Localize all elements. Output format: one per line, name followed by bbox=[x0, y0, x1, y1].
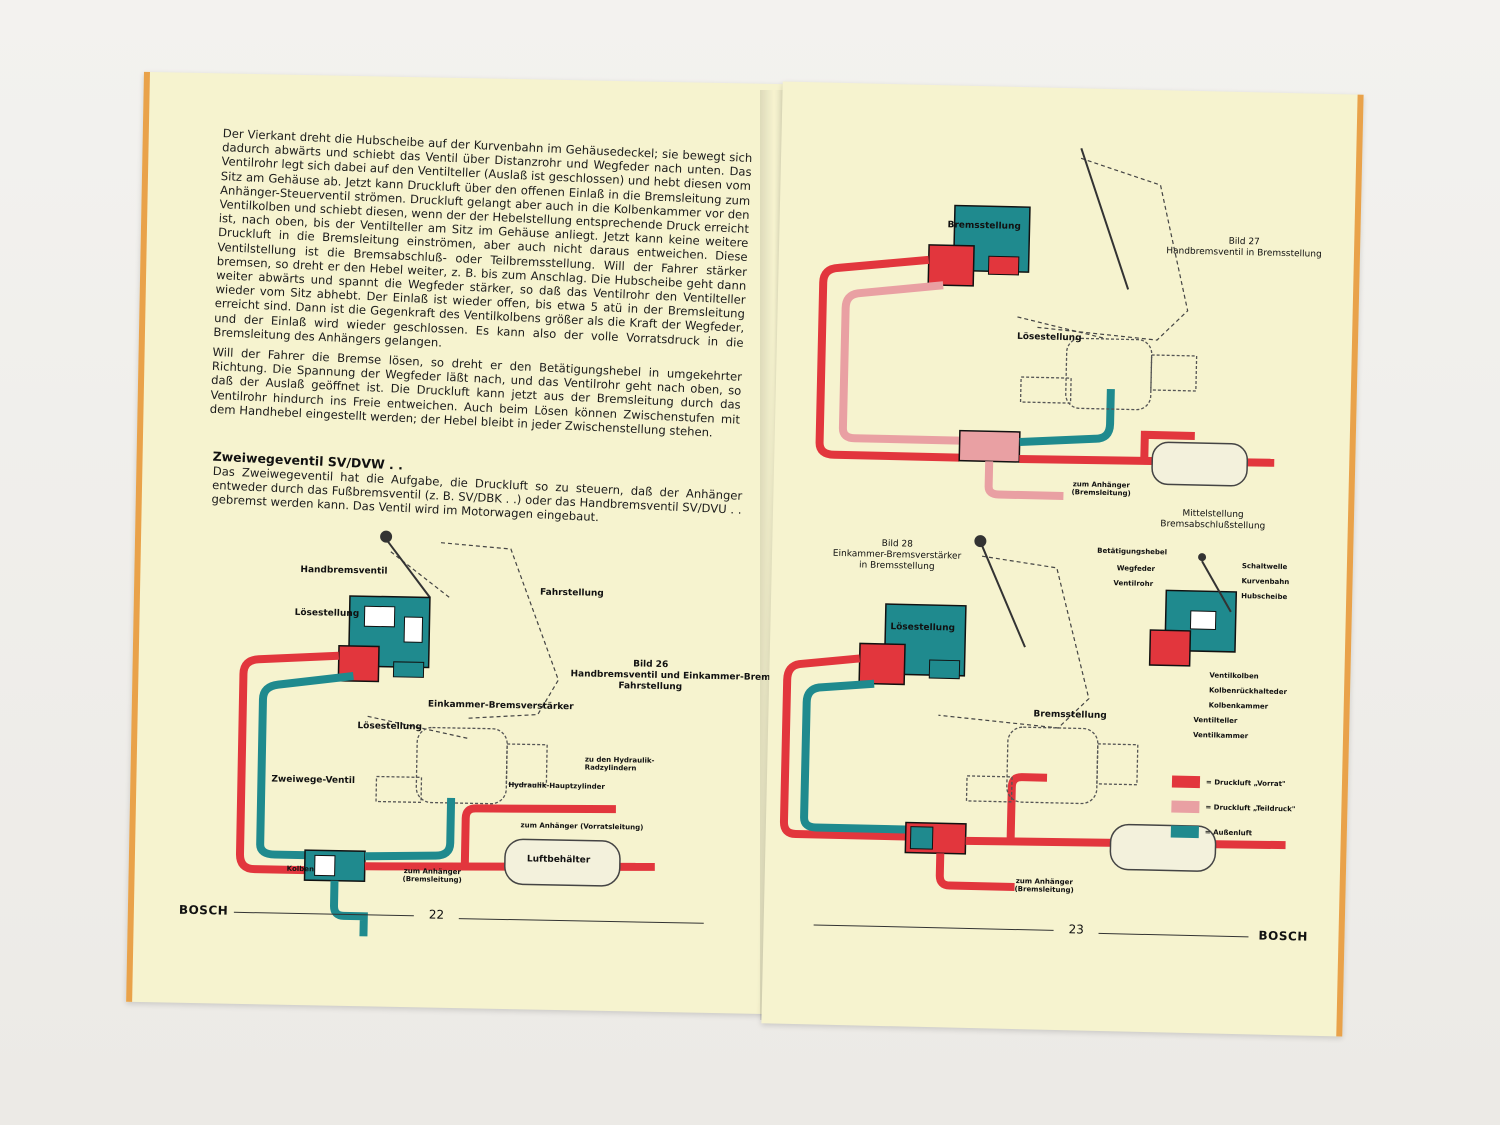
valve-block-top bbox=[927, 204, 1031, 287]
caption-bild-26: Bild 26 Handbremsventil und Einkammer-Br… bbox=[570, 659, 841, 693]
bottom-red-down bbox=[935, 853, 1015, 891]
left-page: Der Vierkant dreht die Hubscheibe auf de… bbox=[126, 71, 841, 1015]
legend-swatch-teildruck bbox=[1171, 800, 1200, 814]
label-bremsstellung-bottom: Bremsstellung bbox=[1033, 709, 1107, 722]
bottom-red-up bbox=[1006, 773, 1048, 842]
caption-bild-28: Bild 28 Einkammer-Bremsverstärker in Bre… bbox=[832, 538, 962, 573]
lever-handle bbox=[380, 530, 431, 599]
booster-top bbox=[1019, 337, 1198, 411]
detail-label-ventilkammer: Ventilkammer bbox=[1192, 731, 1249, 741]
label-brems-top: zum Anhänger (Bremsleitung) bbox=[1071, 480, 1131, 498]
bottom-red-line-r bbox=[779, 654, 906, 841]
detail-label-schaltwelle: Schaltwelle bbox=[1241, 562, 1288, 572]
brand-left: BOSCH bbox=[178, 902, 229, 918]
legend-row-aussenluft: = Außenluft bbox=[1170, 825, 1253, 840]
vorrat-line bbox=[235, 651, 339, 875]
top-pink-line bbox=[838, 281, 965, 445]
zweiwege-top bbox=[958, 429, 1021, 463]
detail-label-ventilteller: Ventilteller bbox=[1193, 716, 1238, 726]
brems-teal-down bbox=[330, 880, 368, 937]
vorrat-up-line bbox=[460, 804, 616, 869]
detail-label-kolbenkammer: Kolbenkammer bbox=[1208, 701, 1269, 711]
top-red-up bbox=[1140, 430, 1195, 462]
figure-26-diagram bbox=[235, 530, 655, 937]
lever-outline-top bbox=[1017, 157, 1189, 341]
detail-label-wegfeder: Wegfeder bbox=[1116, 564, 1156, 574]
page-number-left: 22 bbox=[428, 907, 445, 922]
einkammer-booster bbox=[375, 726, 548, 805]
label-loesestellung-a: Lösestellung bbox=[294, 607, 360, 620]
right-page: Bremsstellung Bild 27 Handbremsventil in… bbox=[761, 81, 1364, 1037]
legend-swatch-aussenluft bbox=[1170, 825, 1199, 839]
top-teal-line bbox=[1019, 388, 1115, 446]
lever-outline bbox=[367, 542, 560, 739]
legend-row-vorrat: = Druckluft „Vorrat" bbox=[1171, 775, 1286, 791]
bottom-teal-line-r bbox=[800, 679, 911, 834]
page-number-right: 23 bbox=[1068, 922, 1085, 937]
teal-booster-line bbox=[364, 797, 456, 861]
label-fahrstellung: Fahrstellung bbox=[539, 587, 604, 599]
handbremsventil-block bbox=[337, 595, 431, 683]
detail-label-betaetigungshebel: Betätigungshebel bbox=[1097, 546, 1168, 557]
label-brems: zum Anhänger (Bremsleitung) bbox=[402, 867, 462, 885]
luftbehaelter-tank bbox=[504, 838, 621, 887]
label-brems-bottom: zum Anhänger (Bremsleitung) bbox=[1014, 877, 1074, 895]
booster-bottom bbox=[965, 726, 1139, 805]
lever-handle-bottom bbox=[974, 535, 1026, 648]
detail-label-ventilkolben: Ventilkolben bbox=[1209, 671, 1259, 681]
label-loesestellung-b: Lösestellung bbox=[357, 721, 423, 733]
figure-27-diagram bbox=[779, 148, 1286, 891]
label-handbremsventil: Handbremsventil bbox=[300, 565, 388, 577]
label-bremsstellung-top: Bremsstellung bbox=[947, 220, 1021, 232]
detail-inset bbox=[1148, 553, 1238, 667]
detail-label-kurvenbahn: Kurvenbahn bbox=[1241, 577, 1290, 587]
legend-label-aussenluft: = Außenluft bbox=[1204, 828, 1253, 838]
zweiwege-bottom-piston bbox=[909, 826, 934, 850]
aussenluft-line bbox=[256, 672, 354, 860]
top-red-line bbox=[815, 255, 960, 462]
label-zu-hydraulik: zu den Hydraulik- Radzylindern bbox=[584, 755, 655, 773]
detail-label-hubscheibe: Hubscheibe bbox=[1241, 592, 1288, 602]
label-mittelstellung: Mittelstellung Bremsabschlußstellung bbox=[1160, 508, 1266, 532]
caption-bild-27: Bild 27 Handbremsventil in Bremsstellung bbox=[1166, 236, 1322, 260]
legend-label-teildruck: = Druckluft „Teildruck" bbox=[1205, 803, 1296, 814]
brand-right: BOSCH bbox=[1258, 928, 1308, 944]
lever-outline-bottom bbox=[938, 555, 1090, 729]
lever-handle-top bbox=[1080, 148, 1130, 290]
label-kolben: Kolben bbox=[286, 864, 315, 874]
detail-label-ventilrohr: Ventilrohr bbox=[1113, 579, 1154, 589]
label-loesestellung-bottom: Lösestellung bbox=[890, 622, 956, 634]
label-loesestellung-top: Lösestellung bbox=[1016, 331, 1082, 344]
tank-top bbox=[1151, 441, 1249, 487]
label-zweiwege: Zweiwege-Ventil bbox=[271, 774, 356, 787]
legend-swatch-vorrat bbox=[1171, 775, 1201, 789]
top-pink-down bbox=[984, 461, 1064, 501]
valve-block-bottom bbox=[858, 603, 967, 686]
label-luftbehaelter: Luftbehälter bbox=[526, 854, 591, 866]
legend-label-vorrat: = Druckluft „Vorrat" bbox=[1205, 778, 1286, 789]
